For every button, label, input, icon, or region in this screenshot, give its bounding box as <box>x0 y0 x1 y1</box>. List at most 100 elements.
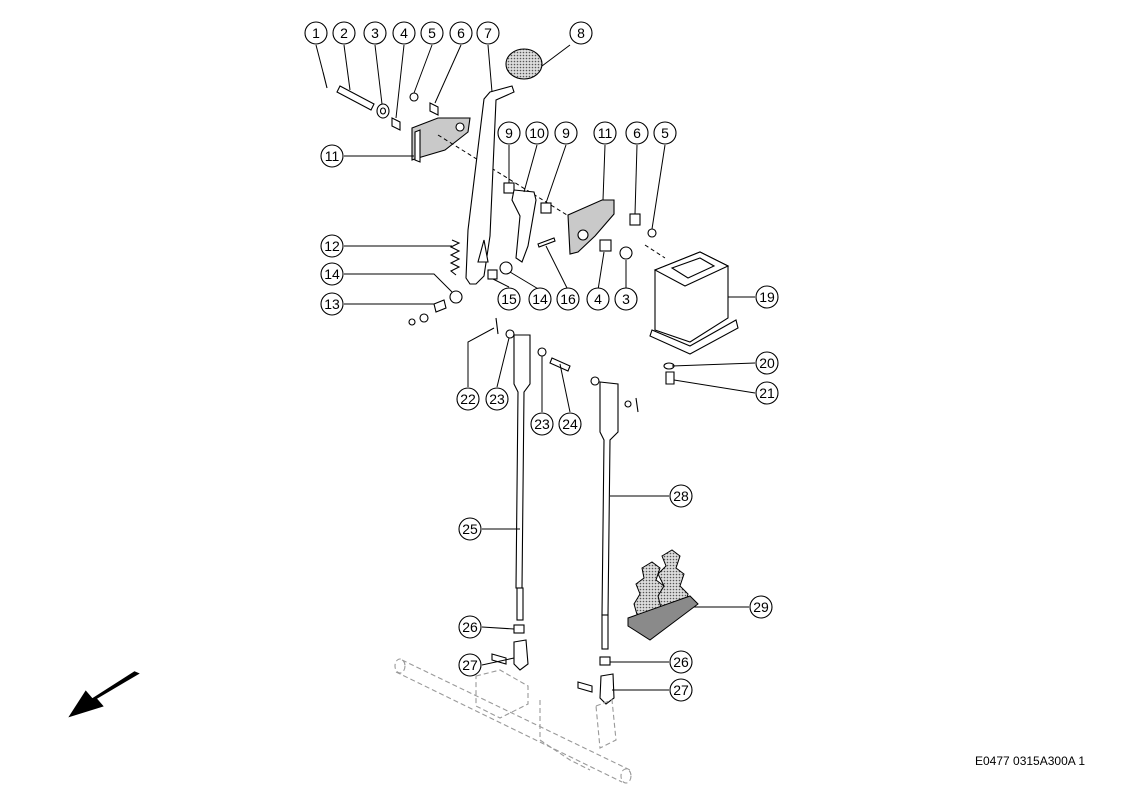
svg-text:26: 26 <box>462 619 478 635</box>
svg-text:19: 19 <box>759 289 775 305</box>
nut <box>513 624 525 634</box>
svg-text:23: 23 <box>534 416 550 432</box>
gear-rod-left <box>513 334 531 589</box>
svg-text:14: 14 <box>324 266 340 282</box>
return-spring <box>449 239 461 276</box>
bushing <box>391 117 401 131</box>
svg-text:26: 26 <box>673 654 689 670</box>
callout-10: 10 <box>525 121 549 145</box>
svg-text:28: 28 <box>673 488 689 504</box>
screw <box>537 237 556 248</box>
bushing <box>433 299 447 313</box>
svg-text:6: 6 <box>457 25 465 41</box>
parts-drawing <box>68 48 739 784</box>
callout-25: 25 <box>458 517 482 541</box>
callout-21: 21 <box>755 381 779 405</box>
svg-text:9: 9 <box>562 125 570 141</box>
svg-text:20: 20 <box>759 355 775 371</box>
svg-text:22: 22 <box>460 391 476 407</box>
svg-text:24: 24 <box>562 416 578 432</box>
callout-4-right: 4 <box>586 287 610 311</box>
washer <box>505 329 515 339</box>
svg-text:27: 27 <box>673 682 689 698</box>
callout-7: 7 <box>476 21 500 45</box>
callout-3: 3 <box>363 21 387 45</box>
bushing <box>540 202 552 214</box>
bushing <box>503 182 515 194</box>
svg-text:9: 9 <box>505 125 513 141</box>
svg-text:4: 4 <box>400 25 408 41</box>
svg-text:4: 4 <box>594 291 602 307</box>
callout-12: 12 <box>320 234 344 258</box>
callout-27-right: 27 <box>669 678 693 702</box>
callout-5: 5 <box>420 21 444 45</box>
callout-27-left: 27 <box>458 653 482 677</box>
bushing <box>599 239 612 252</box>
bolt <box>665 371 675 385</box>
lever-knob <box>505 48 543 80</box>
callout-19: 19 <box>755 285 779 309</box>
callout-6-right: 6 <box>625 121 649 145</box>
callout-20: 20 <box>755 351 779 375</box>
drawing-reference-code: E0477 0315A300A 1 <box>975 754 1086 768</box>
callout-16: 16 <box>556 287 580 311</box>
callout-24: 24 <box>558 412 582 436</box>
mounting-bracket-right <box>567 199 615 255</box>
svg-text:11: 11 <box>598 125 613 141</box>
washer <box>499 261 513 275</box>
mounting-bracket-left <box>411 117 471 161</box>
callout-29: 29 <box>749 595 773 619</box>
callout-26-left: 26 <box>458 615 482 639</box>
svg-text:29: 29 <box>753 599 769 615</box>
callout-15: 15 <box>497 287 521 311</box>
callout-11-right: 11 <box>593 121 617 145</box>
svg-text:7: 7 <box>484 25 492 41</box>
callout-8: 8 <box>569 21 593 45</box>
svg-text:3: 3 <box>622 291 630 307</box>
callout-9a: 9 <box>497 121 521 145</box>
callout-11-left: 11 <box>320 144 344 168</box>
callout-5-right: 5 <box>653 121 677 145</box>
bushing <box>429 102 439 116</box>
callout-28: 28 <box>669 484 693 508</box>
callout-3-right: 3 <box>614 287 638 311</box>
svg-text:3: 3 <box>371 25 379 41</box>
svg-text:23: 23 <box>489 391 505 407</box>
leader-lines <box>315 44 756 691</box>
svg-text:1: 1 <box>312 25 320 41</box>
ball-joint <box>513 639 529 671</box>
washer <box>619 246 633 260</box>
callout-6: 6 <box>449 21 473 45</box>
svg-text:5: 5 <box>428 25 436 41</box>
svg-text:2: 2 <box>340 25 348 41</box>
gear-lever <box>465 85 515 285</box>
pivot-pin <box>336 85 375 111</box>
split-pin <box>322 71 328 89</box>
callout-1: 1 <box>304 21 328 45</box>
direction-arrow <box>68 671 140 718</box>
ball-joint <box>599 673 615 705</box>
vehicle-frame-ghost <box>394 658 632 784</box>
svg-text:11: 11 <box>325 148 340 164</box>
callout-26-right: 26 <box>669 650 693 674</box>
svg-text:5: 5 <box>661 125 669 141</box>
svg-text:25: 25 <box>462 521 478 537</box>
callout-23-left: 23 <box>485 387 509 411</box>
svg-text:6: 6 <box>633 125 641 141</box>
svg-text:12: 12 <box>324 238 340 254</box>
split-pin <box>495 317 499 335</box>
circlip <box>647 228 657 238</box>
svg-text:8: 8 <box>577 25 585 41</box>
callout-14-left: 14 <box>320 262 344 286</box>
bush <box>487 269 498 280</box>
svg-text:13: 13 <box>324 296 340 312</box>
svg-text:21: 21 <box>759 385 775 401</box>
bolt <box>577 681 593 693</box>
callout-13: 13 <box>320 292 344 316</box>
callout-2: 2 <box>332 21 356 45</box>
svg-text:15: 15 <box>501 291 517 307</box>
selector-link <box>511 189 537 263</box>
washer <box>537 347 547 357</box>
callout-4: 4 <box>392 21 416 45</box>
svg-text:27: 27 <box>462 657 478 673</box>
